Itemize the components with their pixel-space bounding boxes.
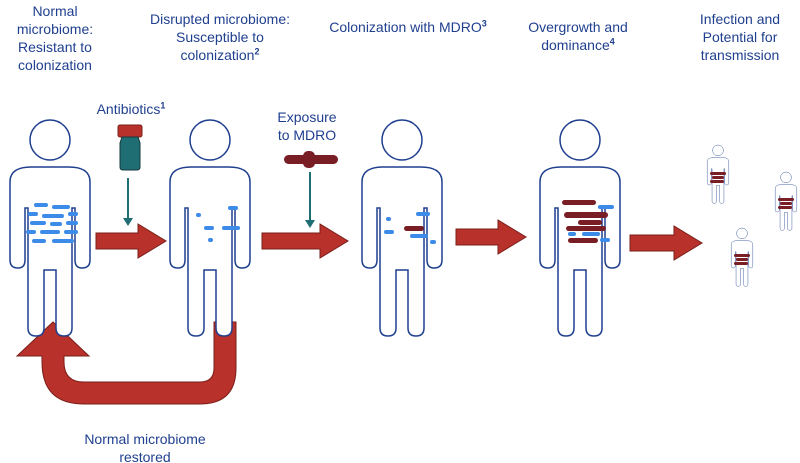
human-outline-icon bbox=[774, 171, 798, 231]
stage-3-title: Colonization with MDRO3 bbox=[318, 18, 498, 36]
stage-2-title-line3: colonization bbox=[180, 47, 255, 63]
antibiotics-label: Antibiotics1 bbox=[86, 100, 176, 118]
sparse-bacteria-cluster bbox=[196, 206, 240, 242]
antibiotics-footnote: 1 bbox=[160, 100, 166, 111]
stage-4-footnote: 4 bbox=[609, 36, 615, 47]
stage-3-title-line1: Colonization with MDRO bbox=[329, 19, 482, 35]
human-outline-icon bbox=[9, 119, 91, 337]
antibiotic-vial-icon bbox=[117, 124, 143, 171]
down-arrow-icon bbox=[305, 172, 315, 228]
stage-1-title-line3: Resistant to bbox=[18, 39, 92, 55]
stage-5-title: Infection and Potential for transmission bbox=[680, 10, 800, 64]
mdro-bacterium-icon bbox=[284, 151, 338, 168]
stage-2-title: Disrupted microbiome: Susceptible to col… bbox=[130, 10, 310, 64]
infection-mdro-cluster bbox=[778, 198, 794, 209]
exposure-label: Exposure to MDRO bbox=[262, 108, 352, 144]
stage-5-title-line1: Infection and bbox=[699, 11, 781, 27]
exposure-line1: Exposure bbox=[277, 109, 337, 125]
stage-4-title: Overgrowth and dominance4 bbox=[508, 18, 648, 54]
stage-2-title-line1: Disrupted microbiome: bbox=[149, 11, 291, 27]
stage-3-footnote: 3 bbox=[481, 18, 487, 29]
exposure-line2: to MDRO bbox=[277, 127, 337, 143]
stage-4-title-line1: Overgrowth and bbox=[528, 19, 628, 35]
stage-5-title-line3: transmission bbox=[700, 47, 780, 63]
stage-4-title-line2: dominance bbox=[541, 37, 610, 53]
restored-label: Normal microbiome restored bbox=[60, 430, 230, 463]
dominant-mdro-cluster bbox=[562, 200, 614, 243]
infection-mdro-cluster bbox=[710, 172, 726, 183]
stage-2-title-line2: Susceptible to bbox=[176, 29, 264, 45]
infection-mdro-cluster bbox=[734, 254, 750, 265]
human-outline-icon bbox=[361, 119, 443, 337]
right-arrow-icon bbox=[455, 219, 527, 255]
right-arrow-icon bbox=[261, 223, 349, 259]
human-outline-icon bbox=[730, 227, 754, 287]
antibiotics-text: Antibiotics bbox=[96, 101, 161, 117]
stage-1-title: Normal microbiome: Resistant to coloniza… bbox=[0, 2, 110, 74]
stage-2-footnote: 2 bbox=[254, 46, 260, 57]
stage-1-title-line2: microbiome: bbox=[16, 21, 94, 37]
right-arrow-icon bbox=[95, 223, 167, 259]
stage-1-title-line1: Normal bbox=[32, 3, 78, 19]
return-arrow-icon bbox=[15, 321, 237, 405]
normal-bacteria-cluster bbox=[26, 203, 78, 243]
stage-5-title-line2: Potential for bbox=[702, 29, 778, 45]
right-arrow-icon bbox=[629, 225, 703, 261]
down-arrow-icon bbox=[123, 178, 133, 226]
colonized-bacteria-cluster bbox=[384, 212, 436, 244]
restored-line2: restored bbox=[119, 449, 171, 463]
stage-1-title-line4: colonization bbox=[18, 57, 92, 73]
restored-line1: Normal microbiome bbox=[84, 431, 206, 447]
